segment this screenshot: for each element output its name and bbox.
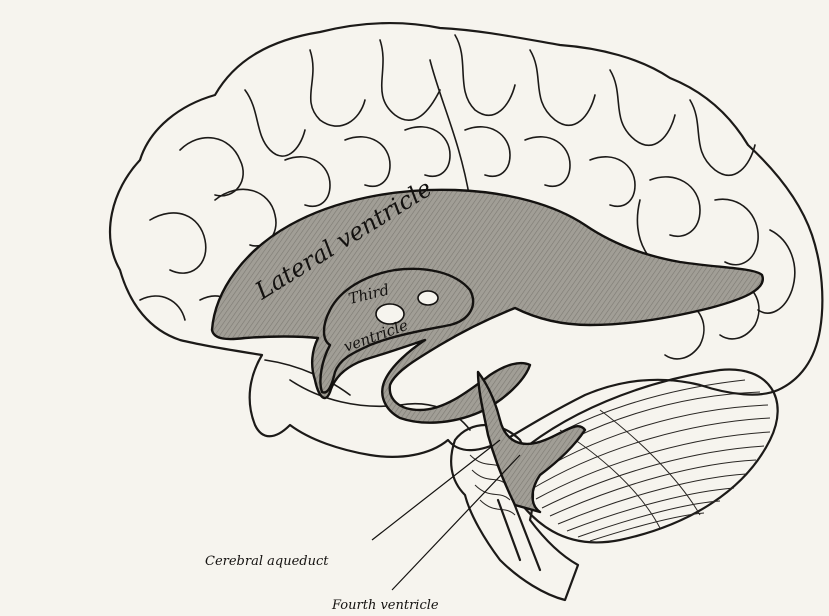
fourth-ventricle-caption: Fourth ventricle (331, 598, 439, 613)
fourth-ventricle-leader (392, 455, 520, 590)
foramen (418, 291, 438, 305)
cerebral-aqueduct-caption: Cerebral aqueduct (205, 554, 329, 569)
